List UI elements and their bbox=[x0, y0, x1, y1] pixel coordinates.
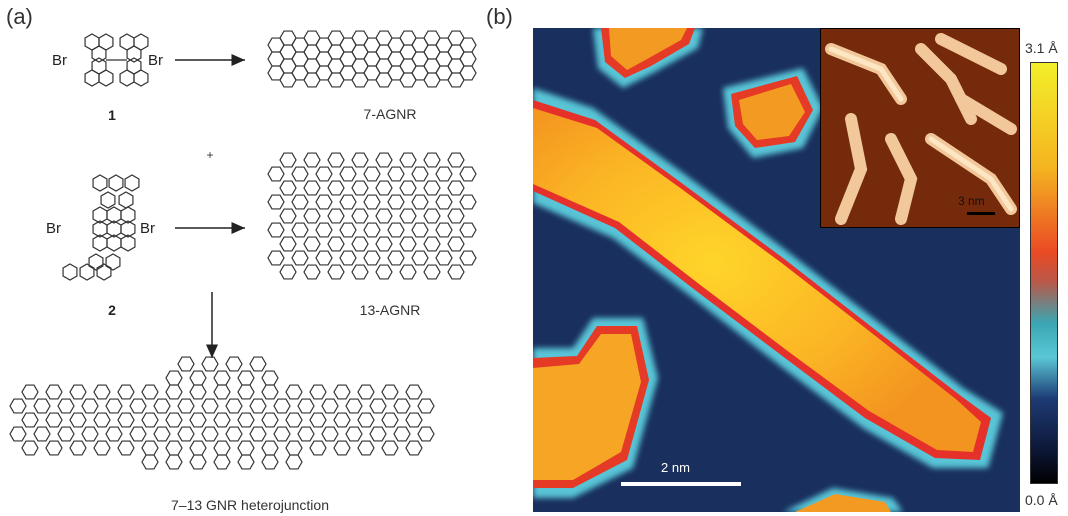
label-7agnr: 7-AGNR bbox=[363, 106, 417, 122]
ribbon-7agnr bbox=[267, 30, 477, 88]
scale-bar bbox=[621, 482, 741, 486]
br-label-2-right: Br bbox=[140, 220, 155, 237]
molecule-2 bbox=[62, 174, 140, 281]
colorbar-max-label: 3.1 Å bbox=[1025, 40, 1058, 56]
bottom-edge-blob bbox=[783, 488, 903, 512]
ribbon-13agnr bbox=[267, 152, 477, 280]
inset-image bbox=[820, 28, 1020, 228]
label-13agnr: 13-AGNR bbox=[359, 302, 421, 318]
label-heterojunction: 7–13 GNR heterojunction bbox=[171, 497, 329, 513]
plus-sign: + bbox=[206, 148, 214, 162]
bottom-left-blob bbox=[533, 318, 658, 498]
panel-a-label: (a) bbox=[6, 4, 33, 29]
inset-scale-label: 3 nm bbox=[958, 194, 985, 208]
br-label-1-right: Br bbox=[148, 52, 163, 69]
inset-scale-bar bbox=[967, 212, 995, 215]
ribbon-heterojunction bbox=[9, 356, 435, 470]
colorbar-min-label: 0.0 Å bbox=[1025, 492, 1058, 508]
panel-b-label: (b) bbox=[486, 4, 513, 29]
compound-number-1: 1 bbox=[108, 107, 116, 123]
top-blob bbox=[593, 28, 703, 88]
molecule-1 bbox=[84, 33, 149, 87]
main-ribbon bbox=[533, 88, 1003, 468]
reaction-scheme bbox=[9, 30, 477, 470]
stm-image bbox=[533, 28, 1020, 512]
colorbar bbox=[1030, 62, 1058, 484]
br-label-2-left: Br bbox=[46, 220, 61, 237]
br-label-1-left: Br bbox=[52, 52, 67, 69]
right-blob bbox=[723, 68, 823, 158]
compound-number-2: 2 bbox=[108, 302, 116, 318]
scale-bar-label: 2 nm bbox=[661, 460, 690, 475]
